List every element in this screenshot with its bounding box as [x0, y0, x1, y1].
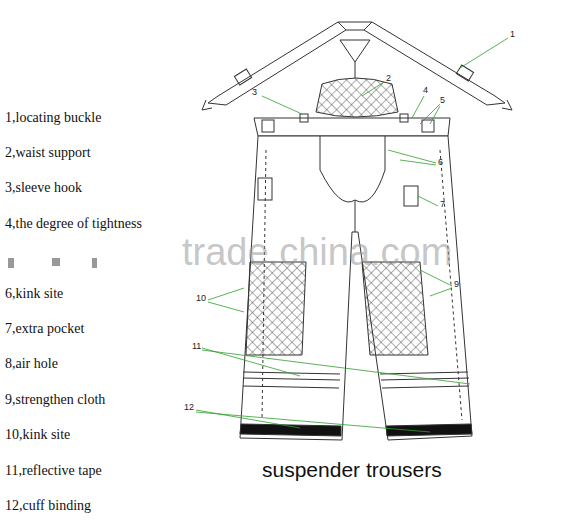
- callout-number: 10: [196, 294, 206, 304]
- legend-item: 7,extra pocket: [5, 321, 84, 336]
- legend-item: 10,kink site: [5, 427, 70, 442]
- callout-number: 3: [252, 88, 257, 98]
- callout-number: 7: [440, 200, 445, 210]
- callout-number: 2: [386, 74, 391, 84]
- legend-item: 11,reflective tape: [5, 463, 102, 478]
- legend-item: 6,kink site: [5, 286, 63, 301]
- legend-item: 2,waist support: [5, 145, 91, 160]
- legend-item: 12,cuff binding: [5, 498, 91, 513]
- callout-number: 11: [192, 342, 201, 352]
- legend-item: 9,strengthen cloth: [5, 392, 105, 407]
- legend-item: 8,air hole: [5, 356, 58, 371]
- legend-item: 1,locating buckle: [5, 110, 101, 125]
- watermark: trade.china.com: [182, 232, 452, 274]
- callout-number: 12: [184, 403, 194, 413]
- callout-number: 6: [438, 158, 443, 168]
- legend-item: 4,the degree of tightness: [5, 216, 142, 231]
- callout-number: 5: [440, 96, 445, 106]
- legend-item: 3,sleeve hook: [5, 180, 82, 195]
- callout-number: 1: [510, 30, 515, 40]
- callout-number: 9: [454, 280, 459, 290]
- callout-number: 4: [423, 86, 428, 96]
- caption: suspender trousers: [262, 458, 442, 481]
